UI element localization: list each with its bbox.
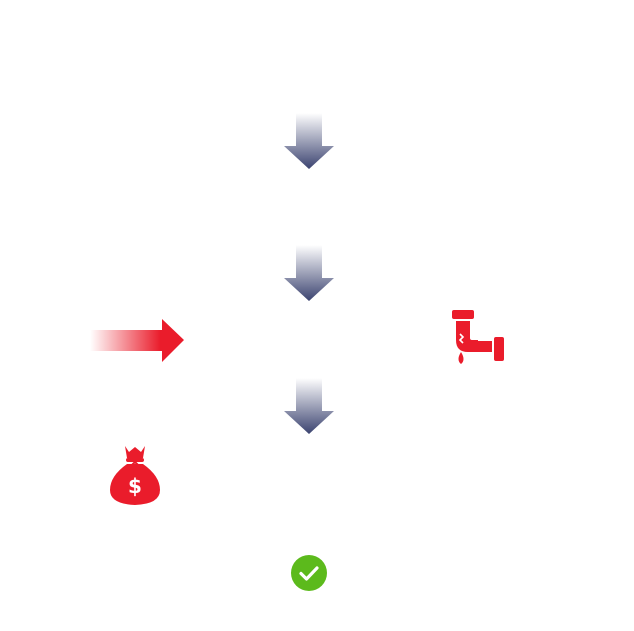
down-arrow-icon <box>284 113 334 169</box>
right-arrow-icon <box>90 319 184 362</box>
leaking-pipe <box>450 310 508 372</box>
leaking-pipe-icon <box>452 310 504 364</box>
svg-text:$: $ <box>128 474 142 498</box>
down-arrow-1 <box>281 113 337 171</box>
down-arrow-icon <box>284 378 334 434</box>
money-bag-icon: $ <box>110 446 160 505</box>
down-arrow-3 <box>281 378 337 436</box>
side-arrow <box>90 318 186 364</box>
check-circle-icon <box>291 555 327 591</box>
down-arrow-2 <box>281 245 337 303</box>
money-bag: $ <box>108 444 162 508</box>
check-circle <box>290 554 328 592</box>
down-arrow-icon <box>284 245 334 301</box>
